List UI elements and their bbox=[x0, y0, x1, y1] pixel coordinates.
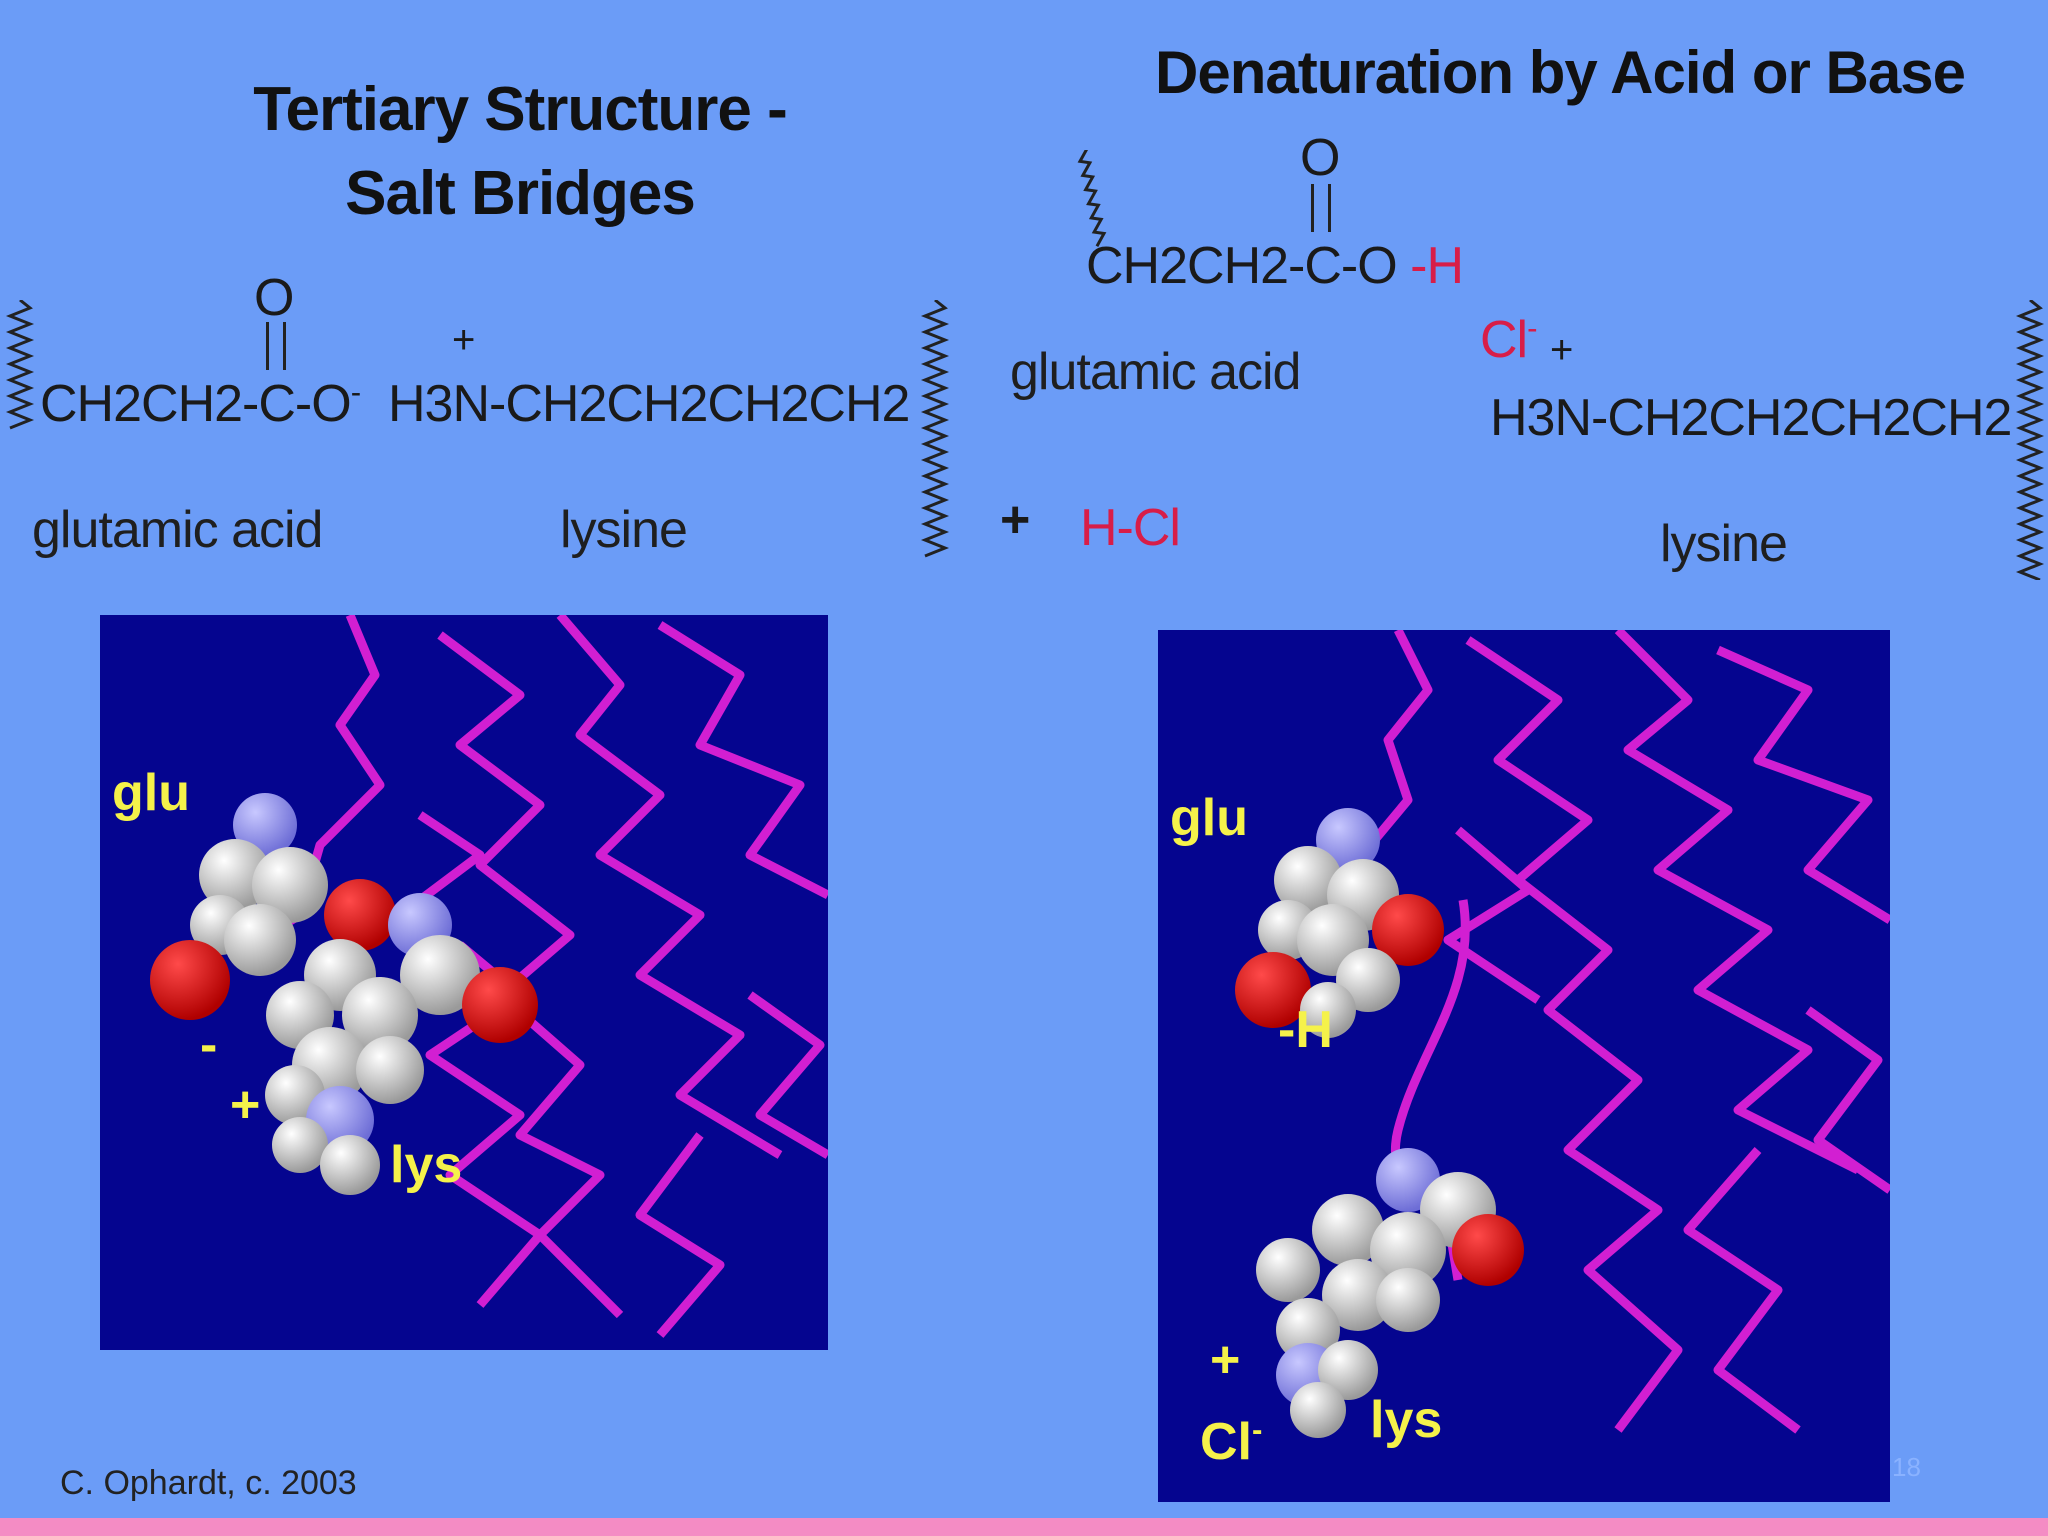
left-lys-plus: + bbox=[452, 318, 475, 362]
right-panel-chloride: Cl- bbox=[1200, 1412, 1262, 1472]
left-carbonyl-oxygen: O bbox=[254, 269, 294, 327]
right-panel-proton: -H bbox=[1278, 1001, 1333, 1059]
right-panel-chloride-text: Cl bbox=[1200, 1413, 1252, 1471]
right-reagent-hcl: H-Cl bbox=[1080, 499, 1181, 557]
left-spacefill-molecule bbox=[150, 793, 538, 1195]
right-chloride-text: Cl bbox=[1480, 311, 1528, 369]
right-reagent-plus: + bbox=[1000, 491, 1030, 549]
left-title-line1: Tertiary Structure - bbox=[253, 75, 788, 144]
right-chain-end-right bbox=[2015, 300, 2045, 580]
bottom-accent-bar bbox=[0, 1518, 2048, 1536]
left-title: Tertiary Structure - Salt Bridges bbox=[230, 68, 810, 236]
left-glu-charge: - bbox=[350, 374, 361, 410]
left-label-glutamic-acid: glutamic acid bbox=[32, 501, 323, 559]
left-chain-end-right bbox=[920, 300, 950, 558]
right-carbonyl-oxygen: O bbox=[1300, 129, 1340, 187]
right-glu-formula-text: CH2CH2-C-O bbox=[1086, 237, 1398, 295]
right-lys-plus: + bbox=[1550, 328, 1573, 372]
right-panel-label-glu: glu bbox=[1170, 789, 1248, 847]
right-spacefill-molecule bbox=[1235, 808, 1524, 1438]
right-chain-end-top bbox=[1076, 150, 1107, 247]
left-molecule-panel: glu - + lys bbox=[100, 615, 828, 1350]
right-glu-formula: CH2CH2-C-O -H bbox=[1086, 236, 1464, 296]
right-lys-formula: H3N-CH2CH2CH2CH2 bbox=[1490, 389, 2012, 447]
author-credit: C. Ophardt, c. 2003 bbox=[60, 1464, 357, 1502]
right-chloride: Cl- bbox=[1480, 310, 1538, 370]
right-panel-plus: + bbox=[1210, 1331, 1241, 1389]
right-chloride-charge: - bbox=[1527, 310, 1537, 346]
left-lys-formula: H3N-CH2CH2CH2CH2 bbox=[388, 375, 910, 433]
right-label-glutamic-acid: glutamic acid bbox=[1010, 343, 1301, 401]
right-double-bond bbox=[1311, 184, 1331, 232]
left-title-line2: Salt Bridges bbox=[345, 159, 696, 228]
left-panel-minus: - bbox=[200, 1016, 218, 1074]
right-molecule-panel: glu -H + Cl- lys bbox=[1158, 630, 1890, 1502]
right-backbone-trace bbox=[1313, 630, 1890, 1434]
left-panel-label-lys: lys bbox=[390, 1136, 463, 1194]
right-panel-label-lys: lys bbox=[1370, 1391, 1443, 1449]
left-double-bond bbox=[266, 322, 286, 370]
left-chain-end-left bbox=[5, 300, 35, 430]
left-glu-formula-text: CH2CH2-C-O bbox=[40, 375, 352, 433]
right-title: Denaturation by Acid or Base bbox=[1155, 39, 1966, 106]
right-label-lysine: lysine bbox=[1660, 515, 1788, 573]
right-glu-proton: -H bbox=[1410, 237, 1464, 295]
left-panel-label-glu: glu bbox=[112, 764, 190, 822]
left-label-lysine: lysine bbox=[560, 501, 688, 559]
left-glu-formula: CH2CH2-C-O- bbox=[40, 374, 361, 434]
right-panel-chloride-charge: - bbox=[1252, 1412, 1263, 1448]
slide-number: 18 bbox=[1892, 1452, 1921, 1482]
left-panel-plus: + bbox=[230, 1076, 261, 1134]
